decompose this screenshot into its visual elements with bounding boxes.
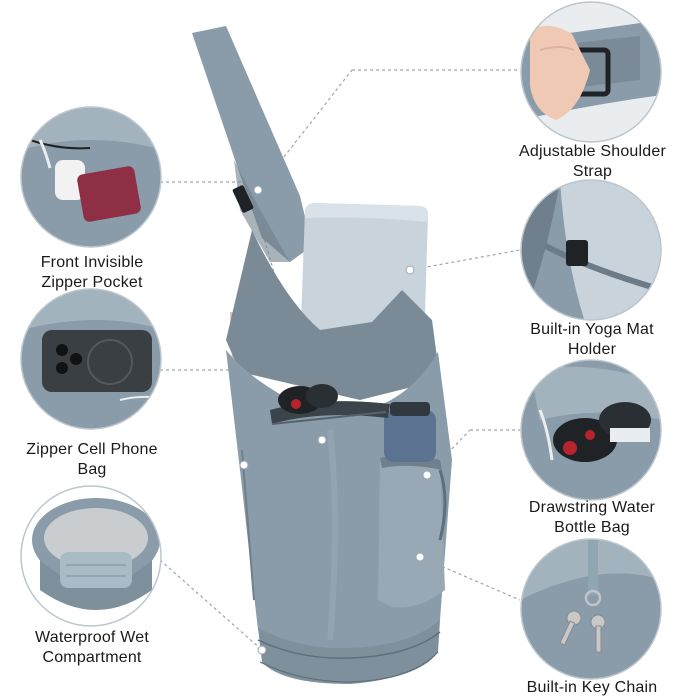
dot-bottle [422, 470, 432, 480]
label-shoulder-strap-line1: Adjustable Shoulder [518, 143, 666, 160]
label-shoulder-strap-line2: Strap [572, 163, 613, 180]
label-water-bottle-line1: Drawstring Water [528, 499, 656, 516]
mat-buckle-icon [566, 240, 588, 266]
towel-icon [60, 552, 132, 588]
label-phone-bag-line1: Zipper Cell Phone [26, 441, 158, 458]
label-mat-holder: Built-in Yoga Mat Holder [512, 320, 672, 360]
label-front-pocket-line2: Zipper Pocket [41, 274, 143, 291]
dot-mat [405, 265, 415, 275]
front-zipper [271, 411, 387, 425]
label-phone-bag-line2: Bag [77, 461, 107, 478]
bottle-pocket [378, 455, 445, 608]
detail-circle-mat [521, 180, 661, 320]
label-water-bottle: Drawstring Water Bottle Bag [512, 498, 672, 538]
label-shoulder-strap: Adjustable Shoulder Strap [505, 142, 680, 182]
dot-strap [253, 185, 263, 195]
bag-strap [192, 26, 312, 262]
phone-icon [42, 330, 152, 392]
label-wet-compartment: Waterproof Wet Compartment [12, 628, 172, 668]
label-water-bottle-line2: Bottle Bag [554, 519, 630, 536]
label-wet-compartment-line1: Waterproof Wet [35, 629, 149, 646]
label-mat-holder-line2: Holder [567, 341, 617, 358]
water-bottle [384, 410, 436, 462]
keys-icon [559, 610, 606, 653]
label-mat-holder-line1: Built-in Yoga Mat [530, 321, 654, 338]
label-front-pocket: Front Invisible Zipper Pocket [12, 253, 172, 293]
detail-circle-key [521, 539, 661, 679]
detail-circle-strap [521, 2, 661, 142]
dot-phone [239, 460, 249, 470]
leader-line-mat [409, 249, 521, 271]
label-front-pocket-line1: Front Invisible [40, 254, 144, 271]
detail-circle-wet [21, 486, 161, 626]
earbuds-case-icon [55, 160, 85, 200]
label-key-chain: Built-in Key Chain [512, 678, 672, 698]
detail-circle-bottle [521, 360, 661, 500]
dot-wet [257, 645, 267, 655]
wet-compartment-base [258, 620, 440, 684]
wallet-icon [77, 166, 141, 222]
dot-pocket [317, 435, 327, 445]
label-wet-compartment-line2: Compartment [42, 649, 142, 666]
dot-key [415, 552, 425, 562]
feature-dots [239, 185, 432, 655]
strap-buckle-icon [232, 185, 254, 213]
leader-line-wet [159, 559, 263, 651]
label-key-chain-line1: Built-in Key Chain [526, 679, 658, 696]
detail-circle-phone [21, 289, 161, 429]
yoga-bag [192, 26, 452, 684]
label-phone-bag: Zipper Cell Phone Bag [12, 440, 172, 480]
